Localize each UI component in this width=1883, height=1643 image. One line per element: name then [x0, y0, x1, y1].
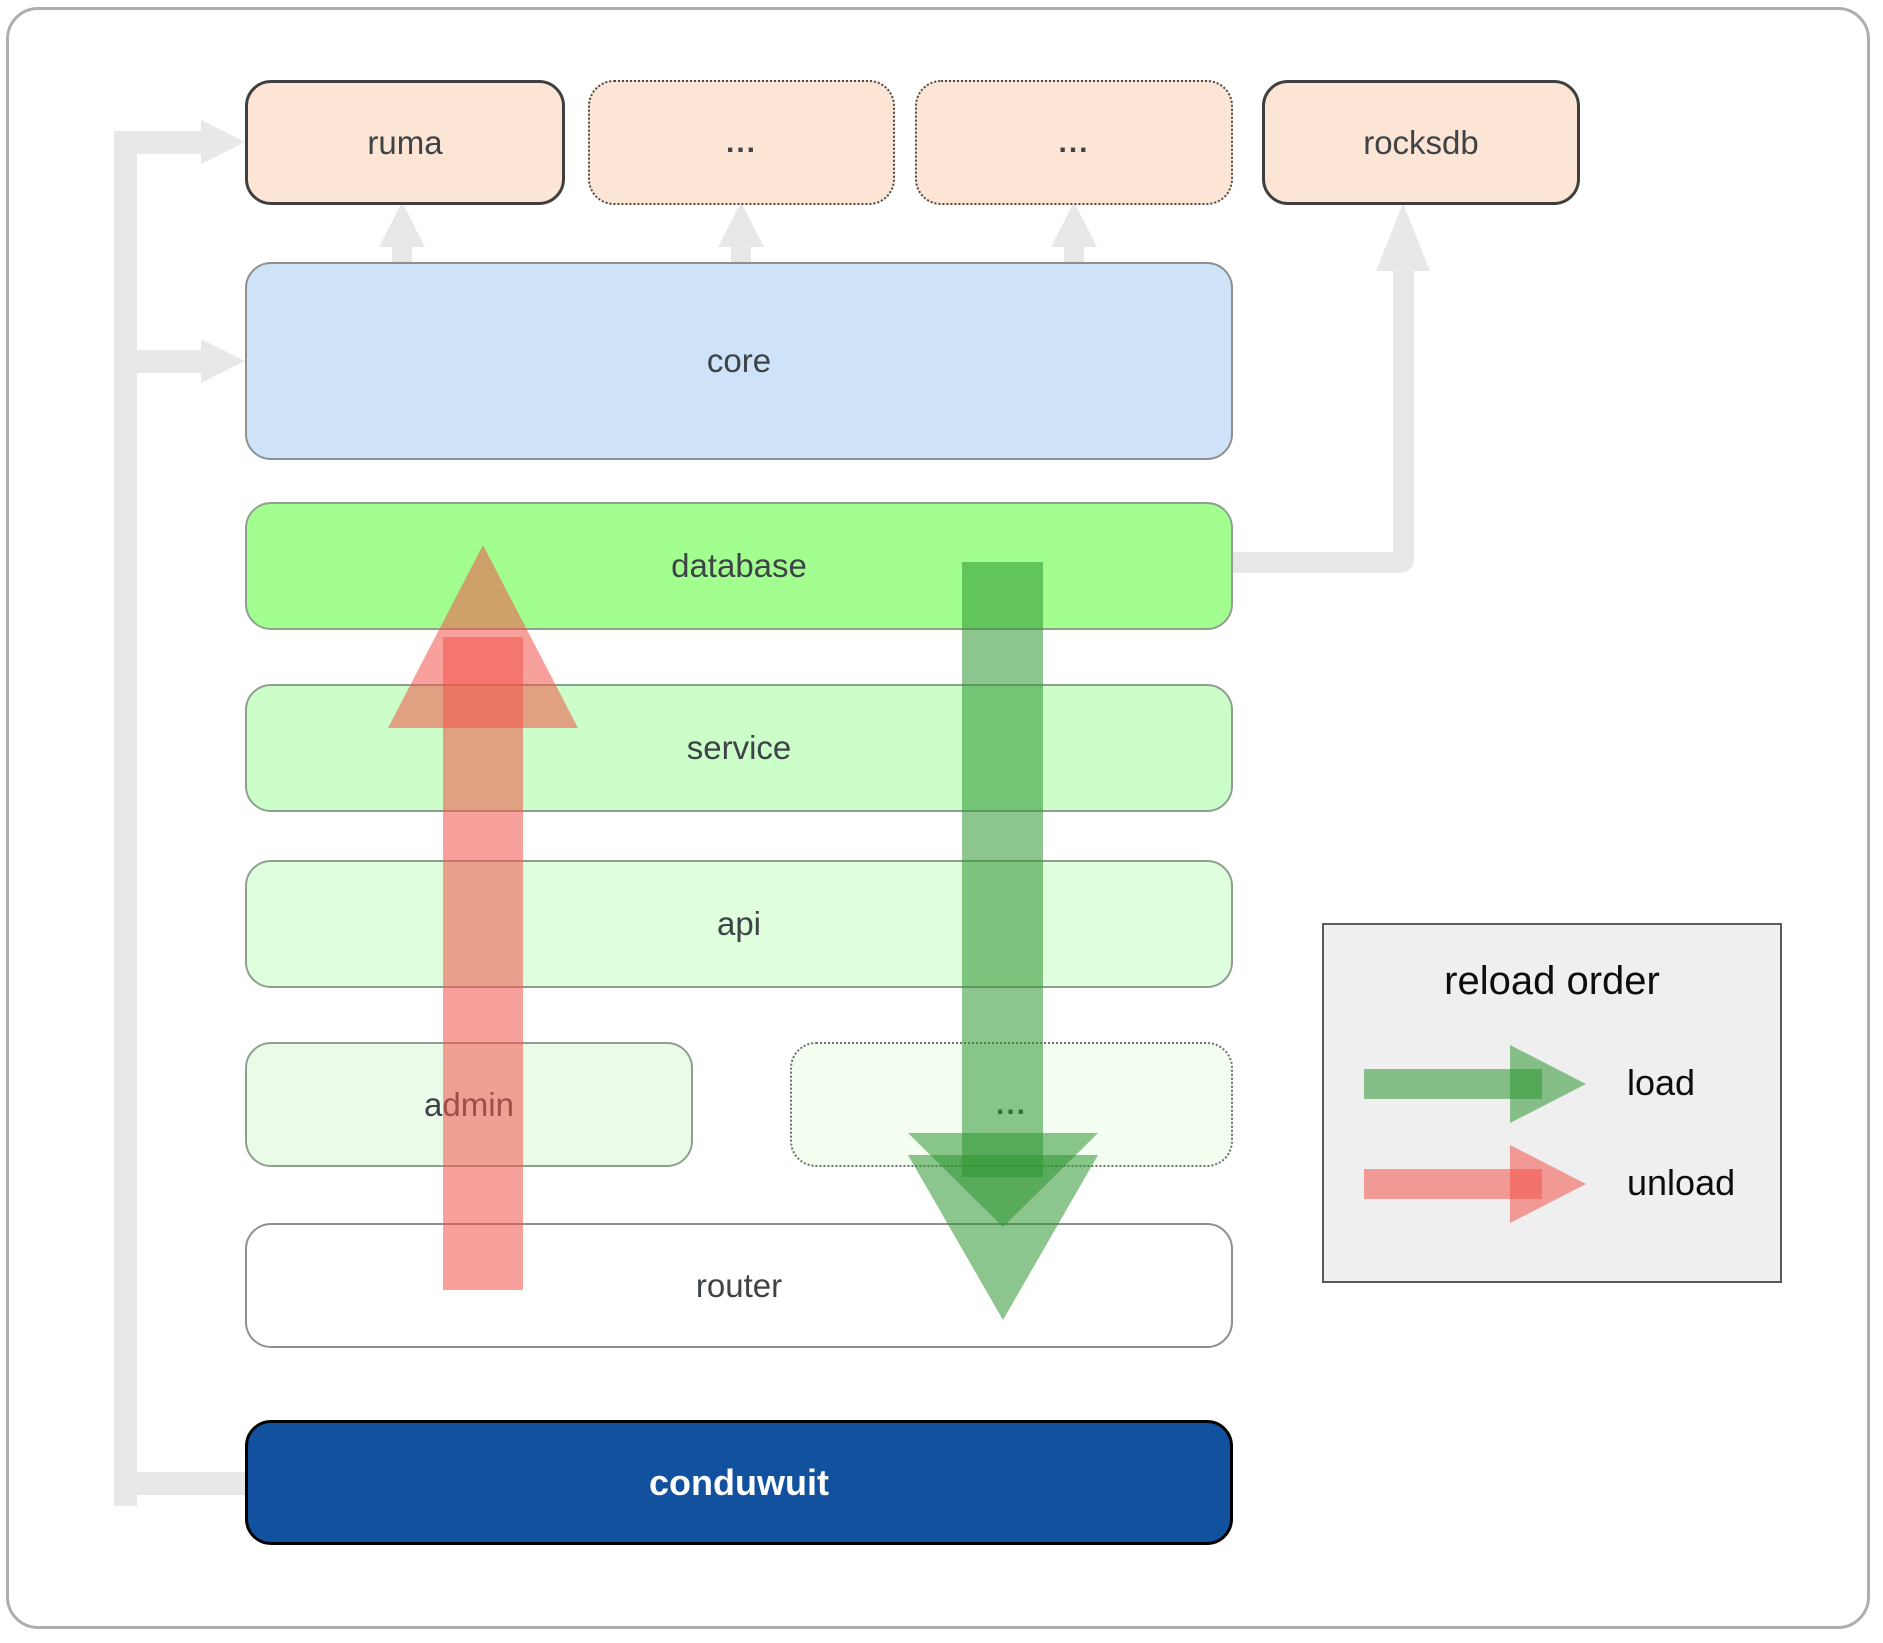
box-dots-top-1: ... [588, 80, 895, 205]
arrowhead-into-core-icon [201, 339, 245, 383]
box-dots-top-1-label: ... [725, 125, 757, 159]
box-ruma: ruma [245, 80, 565, 205]
arrowhead-into-rocksdb-icon [1376, 203, 1430, 271]
connector-core-to-dots-1 [731, 245, 751, 263]
legend-load-label: load [1627, 1062, 1696, 1103]
box-ruma-label: ruma [367, 123, 443, 161]
connector-arm-to-ruma [114, 131, 202, 154]
connector-conduwuit-left-line [114, 131, 137, 1506]
box-dots-top-2: ... [915, 80, 1233, 205]
connector-core-to-ruma [392, 245, 412, 263]
arrowhead-up-dots-1-icon [718, 202, 764, 247]
load-arrow-head-outer-icon [908, 1155, 1098, 1320]
connector-database-to-rocksdb-vertical [1393, 268, 1414, 560]
box-conduwuit-label: conduwuit [649, 1461, 829, 1503]
box-api: api [245, 860, 1233, 988]
arrowhead-up-dots-2-icon [1051, 202, 1097, 247]
connector-database-to-rocksdb-horizontal [1233, 552, 1414, 573]
legend-unload-label: unload [1627, 1162, 1736, 1203]
legend-title: reload order [1444, 959, 1660, 1003]
box-dots-top-2-label: ... [1058, 125, 1090, 159]
load-arrow-shaft [962, 562, 1043, 1177]
unload-arrow-shaft [443, 637, 523, 1290]
box-service-label: service [686, 729, 792, 766]
box-service: service [245, 684, 1233, 812]
box-core: core [245, 262, 1233, 460]
box-api-label: api [716, 905, 762, 942]
legend-load-arrow-icon [1510, 1045, 1586, 1123]
arrowhead-into-ruma-icon [201, 120, 245, 164]
unload-arrow-head-icon [388, 545, 578, 728]
legend-unload-arrow-icon [1510, 1145, 1586, 1223]
box-conduwuit: conduwuit [245, 1420, 1233, 1545]
box-rocksdb: rocksdb [1262, 80, 1580, 205]
box-database-label: database [671, 547, 807, 584]
connector-core-to-dots-2 [1064, 245, 1084, 263]
connector-arm-from-conduwuit [114, 1472, 247, 1495]
box-router-label: router [695, 1266, 783, 1304]
box-rocksdb-label: rocksdb [1363, 123, 1479, 161]
legend-reload-order: reload order load unload [1322, 923, 1782, 1283]
connector-arm-to-core [137, 350, 202, 373]
arrowhead-up-ruma-icon [379, 202, 425, 247]
diagram-outer-frame [6, 7, 1870, 1629]
box-core-label: core [706, 342, 772, 379]
